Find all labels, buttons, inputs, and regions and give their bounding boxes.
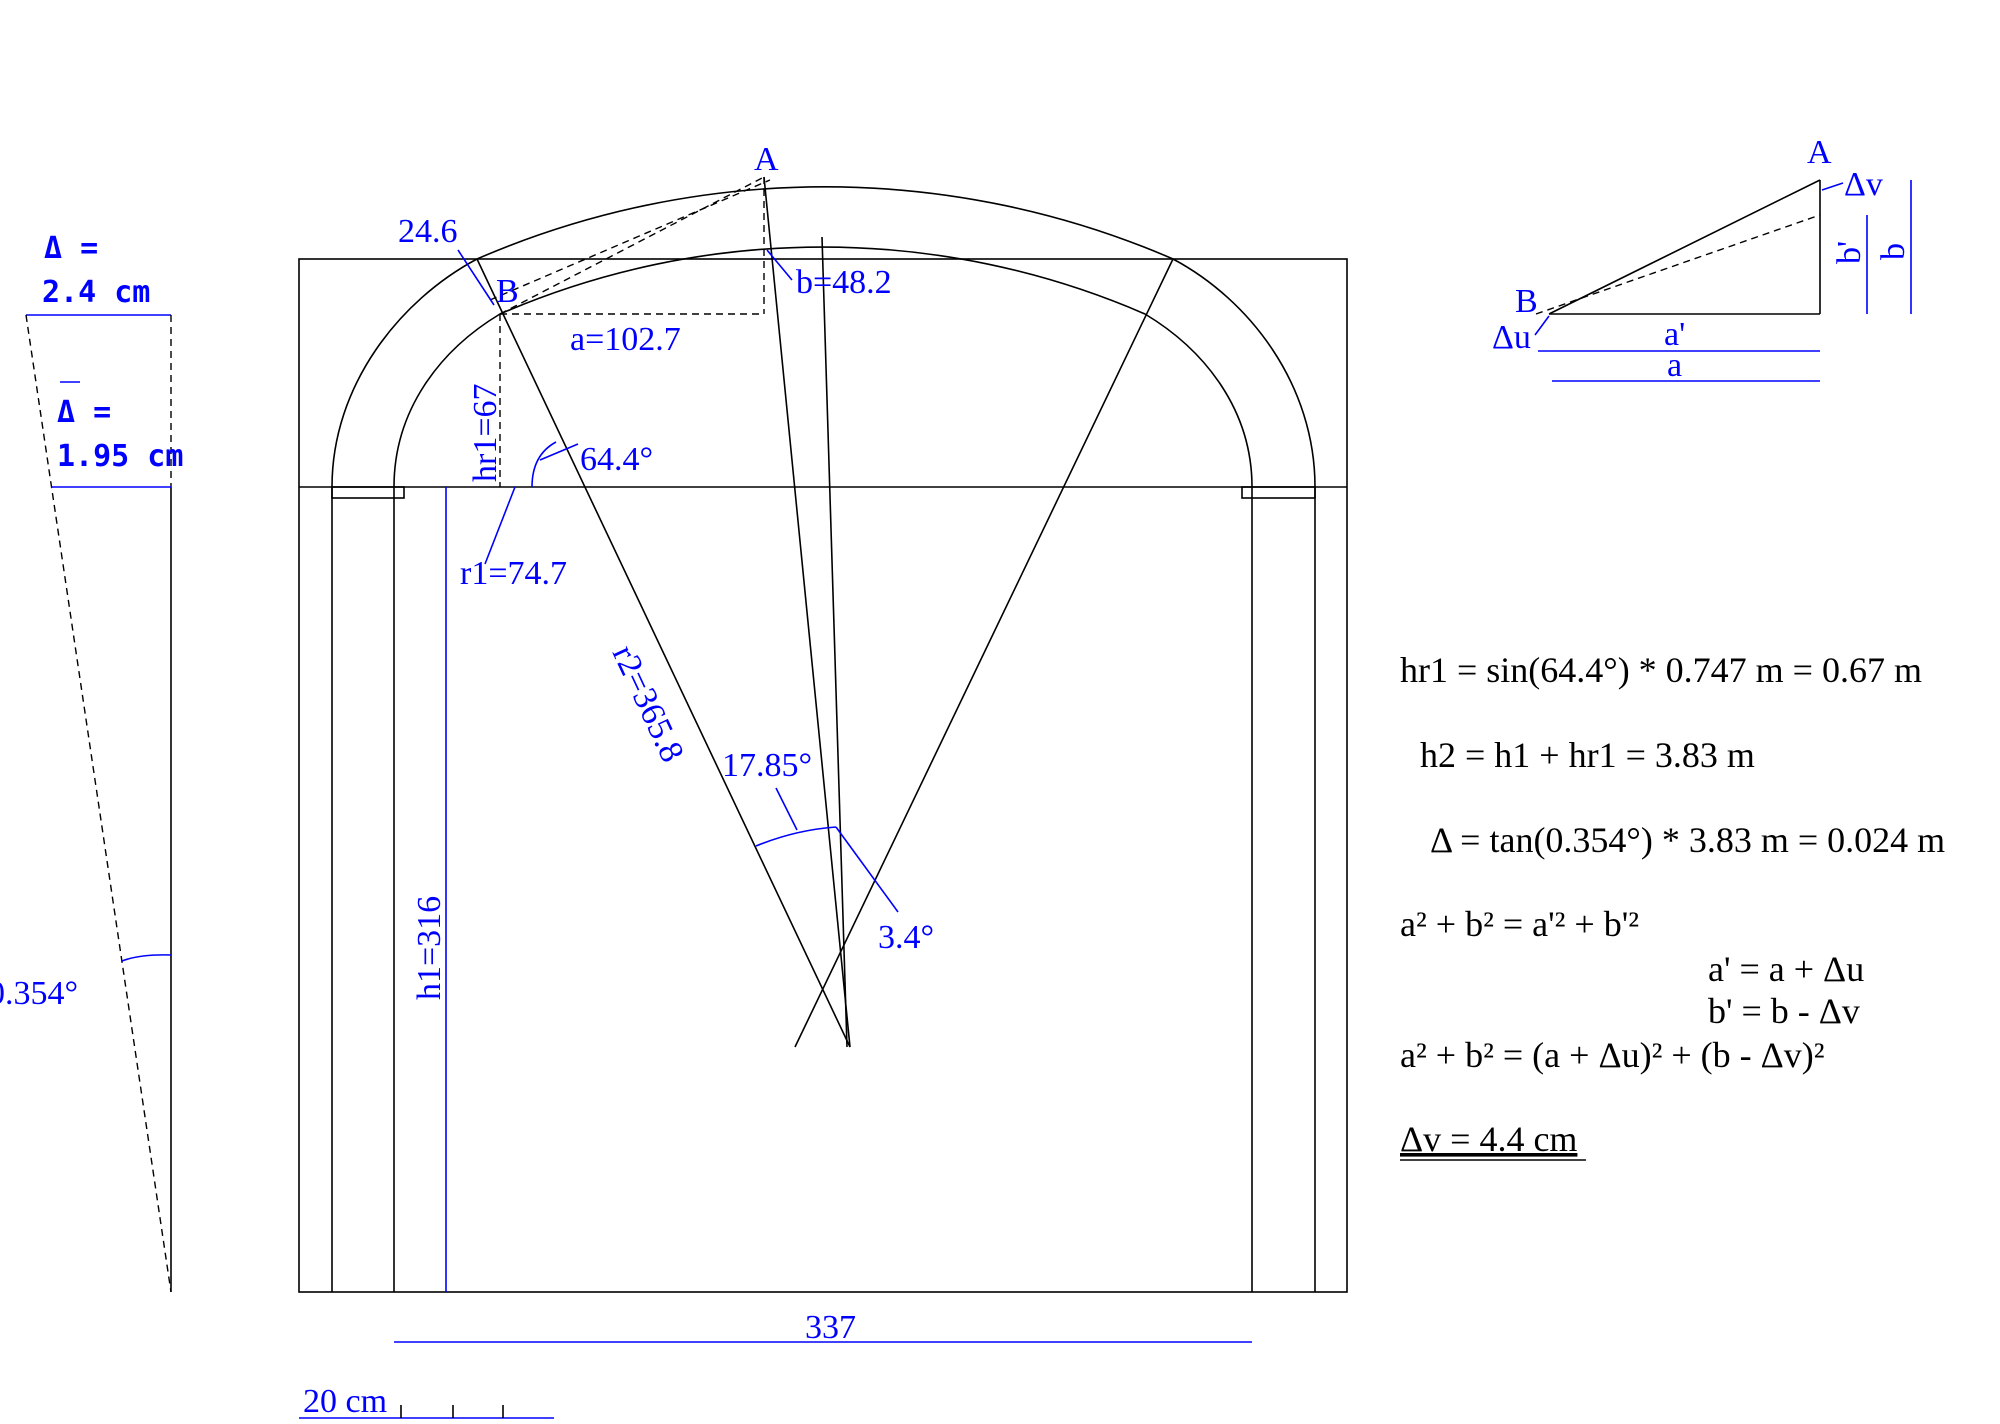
delta-u-label: Δu [1492,319,1531,356]
angle-3-leader [835,826,899,913]
b-leader [766,249,793,281]
impost-right [1241,486,1316,499]
a-prime-label: a' [1664,316,1685,353]
radius-line-right [794,258,1174,1048]
h1-label: h1=316 [411,896,448,1000]
angle-17-arc [755,826,837,847]
angle-64-leader [539,443,579,461]
a-label-triangle: a [1667,347,1682,384]
formula-h2: h2 = h1 + hr1 = 3.83 m [1420,735,1755,775]
radius-line-top [821,236,848,1048]
formula-delta: Δ = tan(0.354°) * 3.83 m = 0.024 m [1430,820,1945,860]
hypotenuse [1548,179,1821,315]
hypotenuse-dashed [1535,214,1821,315]
triangle-point-a: A [1807,134,1832,171]
delta-mean-value: 1.95 cm [57,439,183,474]
radius-line-a [763,176,851,1048]
scale-label: 20 cm [303,1383,387,1420]
angle-17-leader [775,787,798,831]
angle-arc [121,954,172,962]
delta-u-leader [1534,315,1550,336]
angle-3-label: 3.4° [878,919,934,956]
formula-result: Δv = 4.4 cm [1400,1119,1577,1159]
delta-v-leader [1821,182,1844,191]
angle-64-arc [531,441,557,488]
delta-v-label: Δv [1844,166,1883,203]
delta-label: Δ = [44,231,98,266]
formula-a-prime: a' = a + Δu [1708,949,1864,989]
r1-leader [484,486,516,565]
chord-dashed-2 [489,179,771,301]
b-prime-label: b' [1831,241,1868,264]
formula-expanded: a² + b² = (a + Δu)² + (b - Δv)² [1400,1035,1825,1075]
point-b-label: B [496,273,519,310]
delta-value: 2.4 cm [42,275,150,310]
thickness-label: 24.6 [398,213,458,250]
left-detail: Δ = 2.4 cm Δ = 1.95 cm 0.354° [0,231,183,1293]
formula-pythagoras: a² + b² = a'² + b'² [1400,904,1639,944]
triangle-detail: A Δv B Δu a' a b' b [1492,134,1912,384]
angle-64-label: 64.4° [580,441,653,478]
slanted-dashed-line [25,314,172,1293]
chord-dashed [499,176,765,315]
a-label: a=102.7 [570,321,681,358]
impost-left [331,486,405,499]
r1-label: r1=74.7 [460,555,567,592]
r2-label: r2=365.8 [605,640,691,768]
angle-label: 0.354° [0,975,78,1012]
arch-drawing: A B 24.6 a=102.7 b=48.2 hr1=67 64.4° r1=… [298,141,1348,1420]
angle-17-label: 17.85° [722,747,812,784]
triangle-point-b: B [1515,283,1538,320]
point-a-label: A [754,141,779,178]
formula-b-prime: b' = b - Δv [1708,991,1860,1031]
outer-arc [331,186,1316,488]
formula-hr1: hr1 = sin(64.4°) * 0.747 m = 0.67 m [1400,650,1922,690]
delta-mean-label: Δ = [57,395,111,430]
formulas: hr1 = sin(64.4°) * 0.747 m = 0.67 m h2 =… [1400,650,1945,1161]
hr1-label: hr1=67 [467,384,504,483]
scale-bar: 20 cm [299,1383,554,1420]
thickness-leader [457,249,495,306]
width-label: 337 [805,1309,856,1346]
radius-line-left [476,258,851,1048]
b-label: b=48.2 [796,264,892,301]
b-label-triangle: b [1875,243,1912,260]
